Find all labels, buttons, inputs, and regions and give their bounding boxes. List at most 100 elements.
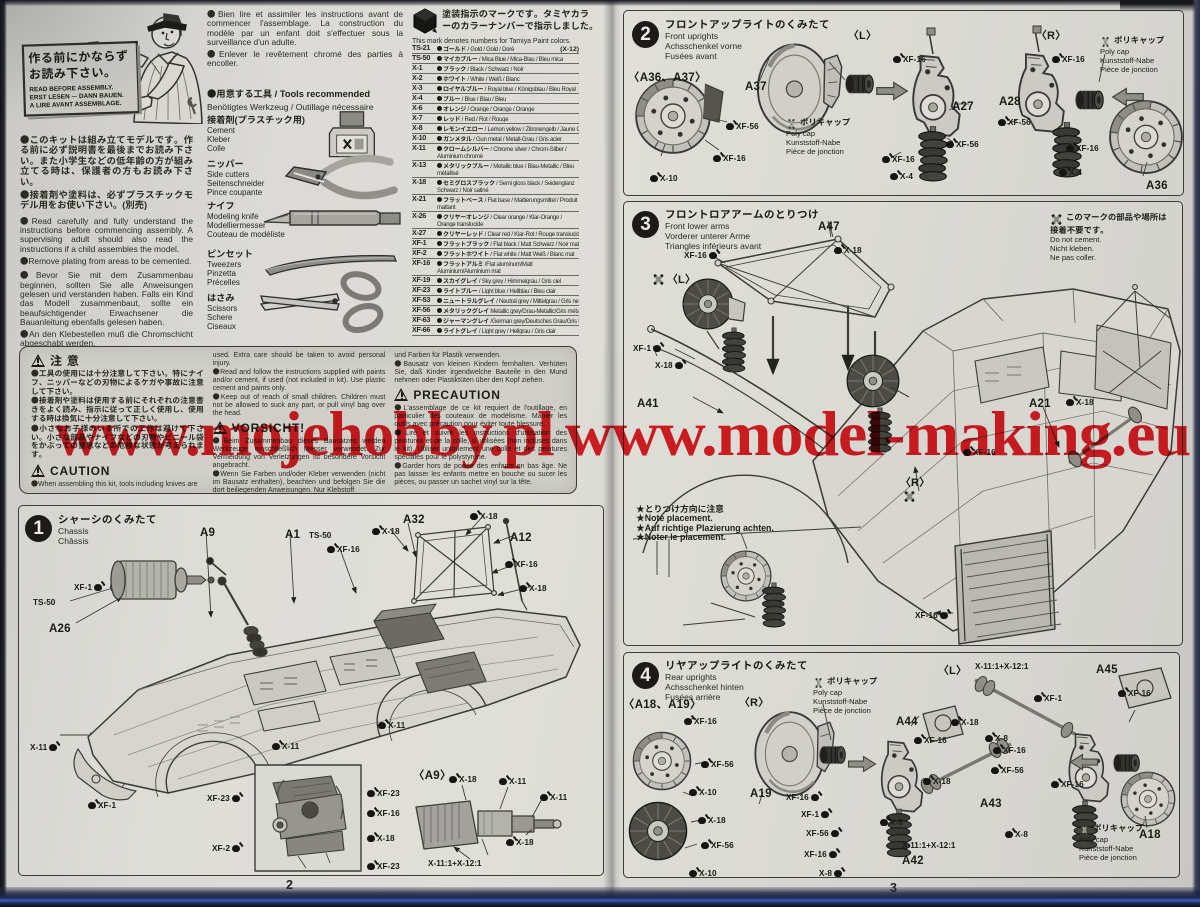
- tool-name-translation: Modeling knife: [207, 211, 259, 222]
- intro-de-1: ●Bevor Sie mit dem Zusammenbau beginnen,…: [20, 269, 193, 328]
- paint-name: スカイグレイ / Sky grey / Himmelgrau / Gris ci…: [437, 277, 579, 284]
- caution-heading-text: CAUTION: [50, 461, 111, 479]
- caution-paragraph: ●When assembling this kit, tools includi…: [31, 478, 198, 489]
- page-fold: [603, 0, 621, 907]
- paint-name: ライトブルー / Light blue / Hellblau / Bleu cl…: [437, 287, 579, 294]
- paint-code: XF-23: [412, 284, 431, 295]
- step-3-titles: フロントロアアームのとりつけ Front lower arms Vorderer…: [665, 207, 819, 251]
- intro-fr-1: ●Bien lire et assimiler les instructions…: [207, 8, 403, 48]
- paint-dot-icon: [437, 308, 442, 314]
- paint-code: X-8: [412, 122, 423, 133]
- paint-code: XF-1: [412, 237, 427, 248]
- tool-name-translation: Side cutters: [207, 169, 250, 180]
- paint-dot-icon: [437, 163, 442, 169]
- scan-edge-right: [1192, 0, 1200, 907]
- paint-name: フラットホワイト / Flat white / Matt Weiß / Blan…: [437, 250, 579, 257]
- paint-name: レッド / Red / Rot / Rouge: [437, 115, 579, 122]
- paint-dot-icon: [437, 288, 442, 294]
- paint-code: TS-21: [412, 42, 431, 53]
- paint-name: フラットベース / Flat base / Mattierungsmittel …: [437, 195, 578, 211]
- intro-en-2: ●Remove plating from areas to be cemente…: [20, 255, 192, 268]
- paint-dot-icon: [437, 46, 442, 52]
- caution-heading-text: PRECAUTION: [413, 386, 501, 403]
- tool-name-translation: Modelliermesser: [207, 220, 266, 232]
- paint-name: ニュートラルグレイ / Neutral grey / Mittelgrau / …: [437, 297, 579, 304]
- step-4-number: 4: [632, 662, 659, 689]
- caution-paragraph: ●Wenn Sie Farben und/oder Kleber verwend…: [212, 469, 386, 495]
- paint-row: X-1 ブラック / Black / Schwarz / Noir: [412, 64, 579, 74]
- paint-name: クリヤーオレンジ / Clear orange / Klar-Orange / …: [437, 212, 562, 228]
- french-intro-column: ●Bien lire et assimiler les instructions…: [207, 8, 403, 69]
- caution-paragraph: ●Keep out of reach of small children. Ch…: [212, 392, 386, 418]
- paint-note-jp1: 塗装指示のマークです。タミヤカラ: [442, 6, 589, 20]
- paint-name: クリヤーレッド / Clear red / Klar-Rot / Rouge t…: [437, 230, 579, 237]
- tool-name-translation: Kleber: [207, 134, 231, 146]
- step-1-title-en: Chassis: [58, 525, 89, 537]
- warning-triangle-icon: [394, 388, 409, 401]
- paint-code: X-18: [412, 176, 426, 187]
- tool-name-translation: Couteau de modéliste: [207, 229, 285, 241]
- paint-row: X-8 レモンイエロー / Lemon yellow / Zitronengelb…: [412, 124, 579, 134]
- paint-dot-icon: [437, 96, 442, 102]
- warning-triangle-icon: [31, 354, 46, 367]
- paint-dot-icon: [437, 66, 442, 72]
- intro-jp-1: ●このキットは組み立てモデルです。作る前に必ず説明書を最後までお読み下さい。また…: [20, 132, 193, 188]
- paint-name: ブラック / Black / Schwarz / Noir: [437, 65, 579, 72]
- paint-dot-icon: [437, 251, 442, 257]
- intro-jp-2: ●接着剤や塗料は、必ずプラスチックモデル用をお使い下さい。(別売): [20, 187, 193, 212]
- paint-name: ガンメタル / Gun metal / Metall-Grau / Gris a…: [437, 135, 579, 142]
- paint-code: X-26: [412, 210, 426, 221]
- paint-name: ジャーマングレイ /German grey/Deutsches Grau/Gri…: [437, 317, 579, 324]
- paint-code: X-1: [412, 62, 423, 73]
- paint-row: XF-23 ライトブルー / Light blue / Hellblau / Bl…: [412, 286, 579, 296]
- tool-name-translation: Cement: [207, 125, 236, 136]
- caution-paragraph: und Farben für Plastik verwenden.: [394, 350, 501, 360]
- tool-name-translation: Scissors: [207, 303, 238, 314]
- paint-dot-icon: [437, 241, 442, 247]
- caution-heading: VORSICHT!: [212, 419, 386, 436]
- tool-name-jp: ナイフ: [207, 198, 235, 212]
- paint-name: セミグロスブラック / Semi gloss black / Seidengla…: [437, 178, 575, 194]
- caution-column: used. Extra care should be taken to avoi…: [212, 350, 386, 495]
- scan-edge-top: [0, 0, 1200, 6]
- caution-paragraph: used. Extra care should be taken to avoi…: [212, 350, 386, 368]
- paint-note-en: This mark denotes numbers for Tamiya Pai…: [412, 35, 571, 45]
- paint-name: ゴールド / Gold / Gold / Doré: [437, 45, 560, 52]
- chassis-exploded-diagram: [60, 514, 581, 872]
- paint-dot-icon: [437, 180, 442, 186]
- paint-name: レモンイエロー / Lemon yellow / Zitronengelb / …: [437, 125, 579, 132]
- step-3-title-jp: フロントロアアームのとりつけ: [665, 207, 819, 222]
- paint-code: X-7: [412, 112, 423, 123]
- step-4-title-en: Rear uprights: [665, 671, 717, 683]
- paint-dot-icon: [437, 146, 442, 152]
- modeling-knife-icon: [263, 210, 401, 226]
- scan-edge-left: [0, 0, 7, 907]
- intro-en-1: ●Read carefully and fully understand the…: [20, 214, 193, 255]
- caution-paragraph: ●小さなお子様のいる所での工作は避けて下さい。小さな部品やナイフなどの刃物やビニ…: [31, 422, 204, 461]
- paint-dot-icon: [437, 261, 442, 267]
- paint-name: オレンジ / Orange / Orange / Orange: [437, 105, 579, 112]
- paint-code: TS-50: [412, 52, 431, 63]
- paint-dot-icon: [437, 318, 442, 324]
- caution-paragraph: ●Garder hors de portée des enfants en ba…: [394, 461, 568, 487]
- step-3-number: 3: [632, 211, 659, 238]
- scan-shadow: [0, 0, 200, 120]
- paint-dot-icon: [437, 231, 442, 237]
- caution-paragraph: ●Beim Zusammenbau dieses Bausatzes werde…: [212, 436, 386, 470]
- tool-name-jp: ピンセット: [207, 246, 253, 260]
- paint-dot-icon: [437, 106, 442, 112]
- scan-edge-topright: [1120, 0, 1200, 12]
- paint-name: クロームシルバー / Chrome silver / Chrom-Silber …: [437, 144, 567, 160]
